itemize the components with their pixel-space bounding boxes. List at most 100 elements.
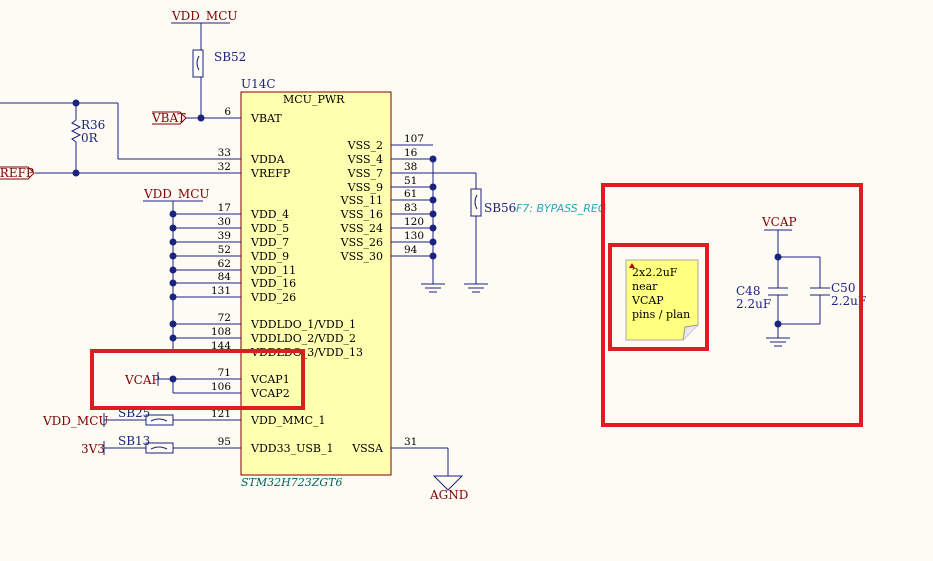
left-pin-numbers: 6 33 32 17 30 39 52 62 84 131 72 108 144… <box>211 106 231 448</box>
net-label-vdd-mcu-top: VDD_MCU <box>171 9 238 23</box>
pin-name: VSS_4 <box>347 153 383 166</box>
sb56-jumper-arc <box>474 194 478 210</box>
pin-name: VSSA <box>351 442 384 455</box>
net-label-vbat: VBAT <box>151 111 186 125</box>
highlight-vcap-pins <box>90 349 305 410</box>
r36-value: 0R <box>81 131 99 145</box>
pin-name: VDD_4 <box>250 208 289 221</box>
c48-value: 2.2uF <box>736 297 771 311</box>
net-label-vrefp: VREFP <box>0 166 34 180</box>
vdd-bus-taps <box>169 210 201 353</box>
note-line: pins / plan <box>632 308 690 321</box>
right-pin-lines <box>391 144 448 449</box>
left-pin-names: VBAT VDDA VREFP VDD_4 VDD_5 VDD_7 VDD_9 … <box>250 112 363 455</box>
pin-name: VSS_2 <box>347 139 383 152</box>
sb13-label: SB13 <box>118 434 150 448</box>
pin-number: 130 <box>404 230 424 242</box>
ground-symbol <box>766 337 790 347</box>
pin-number: 83 <box>404 202 417 214</box>
pin-number: 51 <box>404 175 417 187</box>
pin-name: VBAT <box>250 112 282 125</box>
ground-symbol <box>464 283 488 293</box>
r36-label: R36 <box>81 118 105 132</box>
sb56-label: SB56 <box>484 201 516 215</box>
pin-name: VDDLDO_2/VDD_2 <box>250 332 356 345</box>
sb13-jumper-arc <box>150 446 168 450</box>
ic-designator: U14C <box>241 77 276 91</box>
pin-number: 94 <box>404 244 418 256</box>
note-line: near <box>632 280 658 293</box>
pin-number: 52 <box>218 244 231 256</box>
capacitor-c50[interactable] <box>810 287 830 296</box>
solder-bridge-sb52[interactable] <box>192 49 204 78</box>
pin-name: VDD_11 <box>250 264 296 277</box>
solder-bridge-sb56[interactable] <box>470 188 482 217</box>
agnd-symbol <box>432 475 464 491</box>
pin-name: VSS_30 <box>340 250 383 263</box>
pin-number: 16 <box>404 147 418 159</box>
pin-name: VSS_16 <box>340 208 383 221</box>
sb56-note: F7: BYPASS_REG <box>516 202 606 215</box>
pin-number: 62 <box>218 258 231 270</box>
note-marker-icon <box>629 263 635 268</box>
port-vrefp-shape <box>0 166 35 180</box>
pin-name: VDD_7 <box>250 236 289 249</box>
pin-number: 120 <box>404 216 424 228</box>
junction <box>774 320 782 328</box>
ic-body[interactable] <box>240 91 392 476</box>
pin-name: VSS_7 <box>347 167 383 180</box>
pin-name: VDD_26 <box>250 291 296 304</box>
pin-name: VSS_9 <box>347 181 383 194</box>
pin-number: 31 <box>404 436 417 448</box>
net-label-agnd: AGND <box>429 488 468 502</box>
pin-number: 107 <box>404 133 424 145</box>
pin-name: VDDA <box>250 153 286 166</box>
c50-value: 2.2uF <box>831 294 866 308</box>
ground-symbol <box>421 283 445 293</box>
pin-number: 30 <box>218 216 231 228</box>
pin-number: 17 <box>218 202 231 214</box>
pin-number: 131 <box>211 285 231 297</box>
net-label-vcap: VCAP <box>124 373 160 387</box>
pin-name: VDDLDO_1/VDD_1 <box>250 318 356 331</box>
pin-name: VDD_5 <box>250 222 289 235</box>
right-pin-names: VSS_2 VSS_4 VSS_7 VSS_9 VSS_11 VSS_16 VS… <box>340 139 384 455</box>
pin-number: 106 <box>211 381 231 393</box>
pin-number: 6 <box>224 106 231 118</box>
pin-number: 84 <box>218 271 232 283</box>
pin-name: VCAP2 <box>250 387 290 400</box>
pin-name: VSS_26 <box>340 236 383 249</box>
note-fold <box>682 324 699 341</box>
pin-name: VDD_16 <box>250 277 296 290</box>
capacitor-c48[interactable] <box>768 287 788 296</box>
net-label-vdd-mcu-mmc: VDD_MCU <box>42 414 109 428</box>
pin-number: 33 <box>218 147 231 159</box>
pin-number: 32 <box>218 161 231 173</box>
sb25-jumper-arc <box>150 418 168 422</box>
right-pin-numbers: 107 16 38 51 61 83 120 130 94 31 <box>404 133 424 448</box>
c50-label: C50 <box>831 281 855 295</box>
note-line: 2x2.2uF <box>632 266 678 279</box>
pin-name: VDD33_USB_1 <box>250 442 333 455</box>
pin-number: 95 <box>218 436 231 448</box>
ic-part-number: STM32H723ZGT6 <box>241 476 343 489</box>
vss-bus-junctions <box>429 155 437 260</box>
highlight-note <box>608 243 709 351</box>
pin-name: VSS_24 <box>340 222 383 235</box>
pin-number: 108 <box>211 326 231 338</box>
ic-name: MCU_PWR <box>283 93 345 106</box>
pin-number: 38 <box>404 161 417 173</box>
highlight-vcap-caps <box>601 183 863 427</box>
pin-name: VCAP1 <box>250 373 290 386</box>
pin-number: 61 <box>404 188 417 200</box>
sb52-label: SB52 <box>214 50 246 64</box>
pin-name: VDD_9 <box>250 250 289 263</box>
pin-name: VSS_11 <box>340 194 383 207</box>
pin-name: VREFP <box>250 167 291 180</box>
pin-number: 72 <box>218 312 231 324</box>
pin-name: VDD_MMC_1 <box>250 414 326 427</box>
resistor-r36[interactable] <box>70 119 82 143</box>
pin-number: 39 <box>218 230 231 242</box>
net-label-vcap-right: VCAP <box>761 215 797 229</box>
